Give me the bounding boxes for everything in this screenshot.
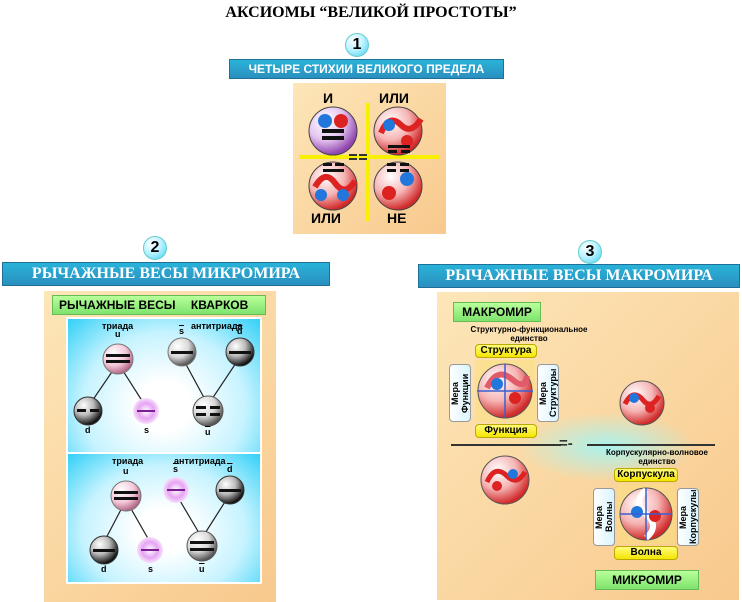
quark-panel-top: триада антитриада u s d d s u — [66, 317, 262, 467]
macro-label: МАКРОМИР — [453, 302, 541, 322]
label-d-top: d — [85, 425, 91, 435]
corpuscle-wave-sphere — [617, 484, 675, 544]
label-and: И — [323, 90, 334, 106]
label-u-bottom: u — [123, 466, 129, 476]
four-elements-diagram — [299, 103, 440, 221]
quark-u-top — [102, 343, 134, 375]
antiquark-ubar-bottom — [186, 530, 218, 562]
antiquark-ubar-top — [192, 395, 224, 427]
quark-d-top — [73, 396, 103, 426]
label-or-bottom: ИЛИ — [311, 210, 341, 226]
quark-diagram-top — [73, 337, 255, 427]
quark-s-bottom — [137, 537, 163, 563]
quark-scales-heading-right: КВАРКОВ — [190, 298, 249, 312]
quark-scales-heading: РЫЧАЖНЫЕ ВЕСЫ КВАРКОВ — [52, 295, 266, 315]
label-triad-bottom: триада — [112, 456, 144, 466]
quark-s-top — [133, 398, 159, 424]
unity-bottom-line1: Корпускулярно-волновое — [605, 448, 708, 457]
unity-bottom-caption: Корпускулярно-волновое единство — [577, 448, 737, 466]
label-ubar-top: u — [205, 427, 211, 437]
label-not: НЕ — [387, 210, 407, 226]
sphere-not — [373, 161, 423, 211]
macro-sphere-lower — [480, 455, 530, 505]
wave-tag: Волна — [614, 546, 678, 560]
label-sbar-top: s — [179, 326, 185, 336]
label-triad-top: триада — [102, 321, 134, 331]
quark-scales-heading-left: РЫЧАЖНЫЕ ВЕСЫ — [59, 298, 176, 312]
measure-function-tag: Мера Функции — [449, 364, 471, 422]
measure-structure-tag: Мера Структуры — [537, 364, 559, 422]
unity-bottom-line2: единство — [638, 457, 676, 466]
label-sbar-bottom: s — [173, 464, 179, 474]
label-s-bottom: s — [148, 564, 154, 574]
section-1-heading: ЧЕТЫРЕ СТИХИИ ВЕЛИКОГО ПРЕДЕЛА — [229, 59, 504, 79]
label-dbar-top: d — [237, 326, 243, 336]
antiquark-sbar-top — [167, 337, 197, 367]
section-2-number: 2 — [143, 236, 167, 260]
label-ubar-bottom: u — [199, 564, 205, 574]
corpuscle-tag: Корпускула — [614, 468, 678, 482]
section-1-number: 1 — [345, 33, 369, 57]
micro-label: МИКРОМИР — [595, 570, 699, 590]
section-2-heading: РЫЧАЖНЫЕ ВЕСЫ МИКРОМИРА — [2, 262, 330, 286]
balance-line-left — [451, 444, 561, 446]
antiquark-dbar-top — [225, 337, 255, 367]
quark-diagram-bottom — [89, 475, 245, 565]
section-3-number: 3 — [578, 240, 602, 264]
unity-top-line1: Структурно-функциональное — [470, 325, 588, 334]
section-3-heading: РЫЧАЖНЫЕ ВЕСЫ МАКРОМИРА — [418, 264, 740, 288]
sphere-and — [308, 106, 358, 156]
label-antitriad-bottom: антитриада — [174, 456, 226, 466]
quark-panel-bottom: триада антитриада u s d d s u — [66, 452, 262, 584]
sphere-or-top — [373, 106, 424, 156]
measure-corpuscle-tag: Мера Корпускулы — [677, 488, 699, 546]
label-u-top: u — [115, 329, 121, 339]
quark-scales-panel: РЫЧАЖНЫЕ ВЕСЫ КВАРКОВ — [44, 291, 276, 602]
label-antitriad-top: антитриада — [191, 321, 243, 331]
page-title: АКСИОМЫ “ВЕЛИКОЙ ПРОСТОТЫ” — [225, 4, 517, 21]
quark-d-bottom — [89, 535, 119, 565]
macro-sphere-upper — [619, 380, 665, 426]
label-or-top: ИЛИ — [379, 90, 409, 106]
antiquark-dbar-bottom — [215, 475, 245, 505]
structure-function-sphere — [475, 360, 535, 422]
four-elements-panel: И ИЛИ ИЛИ НЕ — [293, 83, 446, 234]
structure-tag: Структура — [475, 344, 537, 358]
label-d-bottom: d — [101, 564, 107, 574]
balance-line-right — [587, 444, 715, 446]
label-dbar-bottom: d — [227, 464, 233, 474]
macro-scales-panel: МАКРОМИР Структурно-функциональное единс… — [437, 292, 739, 600]
unity-top-line2: единство — [510, 334, 548, 343]
balance-sign: =- — [559, 435, 573, 452]
antiquark-sbar-bottom — [163, 477, 189, 503]
measure-wave-tag: Мера Волны — [593, 488, 615, 546]
unity-top-caption: Структурно-функциональное единство — [439, 325, 619, 343]
label-s-top: s — [144, 425, 150, 435]
function-tag: Функция — [475, 424, 537, 438]
sphere-or-bottom — [308, 161, 358, 211]
quark-u-bottom — [110, 480, 142, 512]
